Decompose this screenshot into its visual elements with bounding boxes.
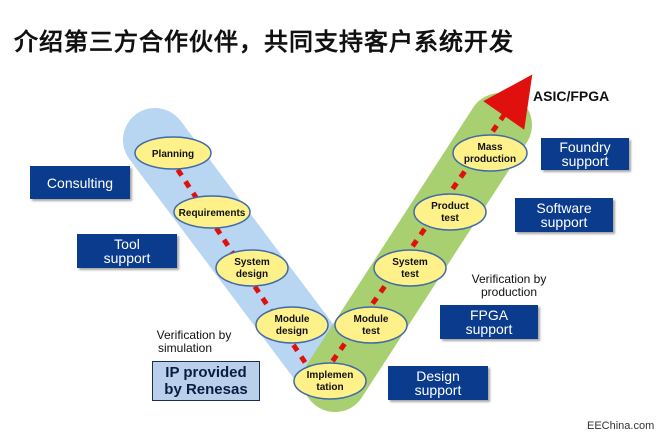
- stage-module-test: Module test: [334, 306, 408, 344]
- svg-text:production: production: [464, 154, 516, 165]
- stage-mass-production: Mass production: [452, 134, 528, 172]
- ip-provided-box: IP provided by Renesas: [152, 361, 260, 401]
- stage-planning-label: Planning: [152, 149, 194, 160]
- stage-requirements: Requirements: [173, 195, 251, 229]
- software-support-box: Software support: [515, 198, 613, 232]
- stage-system-design: System design: [215, 249, 289, 287]
- svg-text:Product: Product: [431, 201, 469, 212]
- watermark: EEChina.com: [587, 420, 655, 432]
- svg-text:Implemen: Implemen: [307, 370, 354, 381]
- svg-text:test: test: [401, 269, 419, 280]
- verification-production-note: Verification by production: [471, 272, 547, 299]
- svg-text:design: design: [276, 326, 308, 337]
- svg-text:design: design: [236, 269, 268, 280]
- stage-product-test: Product test: [413, 193, 487, 231]
- stage-module-design: Module design: [255, 306, 329, 344]
- svg-text:System: System: [234, 257, 270, 268]
- fpga-support-box: FPGA support: [440, 305, 538, 339]
- stage-implementation: Implemen tation: [293, 362, 367, 400]
- verification-simulation-note: Verification by simulation: [156, 328, 232, 355]
- stage-system-test: System test: [373, 249, 447, 287]
- svg-text:test: test: [362, 326, 380, 337]
- svg-text:Module: Module: [354, 314, 389, 325]
- stage-requirements-label: Requirements: [179, 208, 246, 219]
- consulting-box: Consulting: [30, 166, 130, 199]
- svg-text:System: System: [392, 257, 428, 268]
- page-title: 介绍第三方合作伙伴，共同支持客户系统开发: [14, 28, 514, 56]
- tool-support-box: Tool support: [77, 234, 177, 268]
- design-support-box: Design support: [388, 366, 488, 400]
- svg-text:Module: Module: [275, 314, 310, 325]
- svg-text:tation: tation: [316, 382, 343, 393]
- asic-fpga-label: ASIC/FPGA: [533, 88, 610, 104]
- stage-planning: Planning: [134, 136, 212, 170]
- svg-text:test: test: [441, 213, 459, 224]
- svg-text:Mass: Mass: [477, 142, 502, 153]
- foundry-support-box: Foundry support: [541, 138, 629, 170]
